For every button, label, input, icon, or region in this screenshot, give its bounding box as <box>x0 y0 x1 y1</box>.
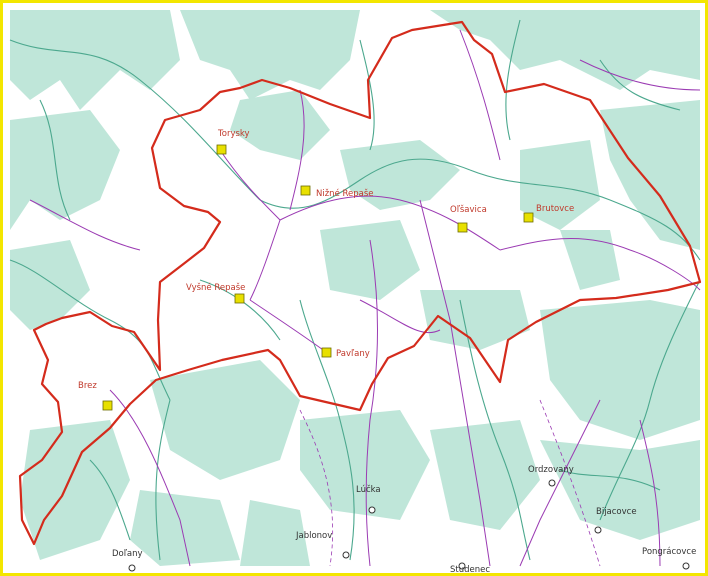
district-line <box>299 409 333 567</box>
place-label-brutovce: Brutovce <box>536 204 574 214</box>
stream <box>505 19 521 141</box>
place-label-dolany: Doľany <box>112 549 143 559</box>
place-label-torysky: Torysky <box>217 129 250 139</box>
inside-labels: Torysky Nižné Repaše Oľšavica Brutovce V… <box>78 129 574 391</box>
place-label-lucka: Lúčka <box>356 484 381 495</box>
road <box>29 199 141 251</box>
forest-area <box>10 240 90 330</box>
roads <box>29 29 701 567</box>
town-marker <box>234 293 245 304</box>
village-marker <box>548 479 556 487</box>
forest-area <box>520 140 600 230</box>
village-marker <box>594 526 602 534</box>
road <box>519 399 601 567</box>
village-marker <box>128 564 136 572</box>
forest-area <box>430 10 700 90</box>
forest-area <box>340 140 460 210</box>
stream <box>359 39 375 151</box>
forest-area <box>540 300 700 440</box>
place-label-bijacovce: Bijacovce <box>596 507 637 517</box>
town-marker <box>216 144 227 155</box>
road <box>459 29 501 161</box>
place-label-nizne-repase: Nižné Repaše <box>316 188 374 199</box>
forest-area <box>420 290 530 350</box>
district-lines <box>299 399 601 567</box>
forest-area <box>430 420 540 530</box>
forest-area <box>320 220 420 300</box>
town-marker <box>300 185 311 196</box>
place-label-vysne-repase: Vyšné Repaše <box>186 282 245 293</box>
road <box>219 149 501 251</box>
streams <box>9 19 701 561</box>
place-label-brez: Brez <box>78 381 97 391</box>
forest-area <box>150 360 300 480</box>
forest-area <box>540 440 700 540</box>
road <box>365 239 378 567</box>
forest-area <box>130 490 240 566</box>
road <box>499 237 701 291</box>
outside-markers <box>128 479 690 572</box>
stream <box>259 158 471 209</box>
place-label-olsavica: Oľšavica <box>450 204 487 215</box>
town-marker <box>457 222 468 233</box>
forest-area <box>600 100 700 250</box>
forest-area <box>300 410 430 520</box>
stream <box>559 469 661 491</box>
road <box>419 199 491 567</box>
stream <box>599 59 681 111</box>
road <box>109 389 191 567</box>
stream <box>9 259 171 401</box>
village-marker <box>458 562 466 570</box>
village-marker <box>368 506 376 514</box>
place-label-pavlany: Pavľany <box>336 349 370 359</box>
forest-area <box>240 500 310 566</box>
forest-area <box>10 110 120 230</box>
stream <box>39 99 71 221</box>
stream <box>9 39 261 201</box>
stream <box>469 169 701 261</box>
inside-markers <box>102 144 534 411</box>
stream <box>599 279 701 521</box>
outside-labels: Lúčka Ordzovany Jablonov Bijacovce Doľan… <box>112 465 696 575</box>
forest-area <box>20 420 130 560</box>
village-marker <box>682 562 690 570</box>
place-label-studenec: Studenec <box>450 565 490 575</box>
place-label-pongracovce: Pongrácovce <box>642 547 696 557</box>
town-marker <box>321 347 332 358</box>
road <box>249 219 281 301</box>
stream <box>299 299 355 561</box>
town-marker <box>102 400 113 411</box>
stream <box>459 299 531 561</box>
boundary-line <box>18 20 702 546</box>
place-label-jablonov: Jablonov <box>295 531 332 541</box>
road <box>359 299 441 334</box>
road <box>289 89 305 211</box>
forest-area <box>10 10 180 110</box>
town-marker <box>523 212 534 223</box>
forest-area <box>560 230 620 290</box>
road <box>579 59 701 91</box>
place-label-ordzovany: Ordzovany <box>528 465 574 475</box>
forest-area <box>180 10 360 100</box>
village-marker <box>342 551 350 559</box>
forest-area <box>230 90 330 160</box>
forest-areas <box>10 10 700 566</box>
road <box>639 419 661 567</box>
stream <box>89 459 131 541</box>
